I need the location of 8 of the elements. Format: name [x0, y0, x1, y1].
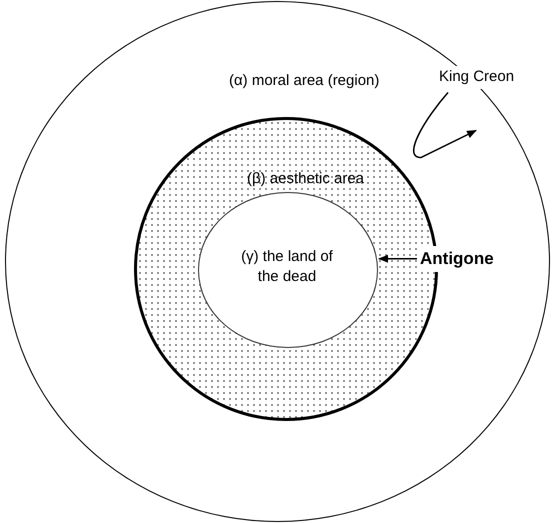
name-label: Antigone: [418, 246, 496, 272]
region-circle: [198, 192, 378, 348]
region-label: (α) moral area (region): [229, 71, 380, 91]
region-label: (β) aesthetic area: [247, 169, 364, 189]
arrow: [378, 254, 417, 263]
name-label: King Creon: [439, 66, 514, 88]
arrow: [413, 92, 477, 158]
region-label: (γ) the land of the dead: [240, 247, 334, 287]
